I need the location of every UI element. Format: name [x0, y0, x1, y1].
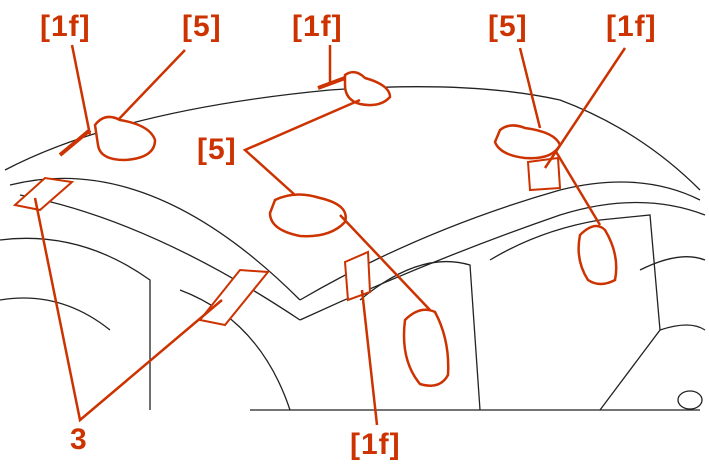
label-1f: [1f] [292, 10, 343, 43]
leader-lines [33, 44, 627, 426]
label-1f: [1f] [40, 10, 91, 43]
label-5: [5] [182, 10, 222, 43]
label-1f: [1f] [606, 10, 657, 43]
label-5: [5] [197, 133, 237, 166]
label-5: [5] [488, 10, 528, 43]
shims [12, 76, 562, 327]
label-3: 3 [70, 423, 88, 456]
suction-cups [93, 70, 618, 387]
label-1f: [1f] [350, 428, 401, 461]
